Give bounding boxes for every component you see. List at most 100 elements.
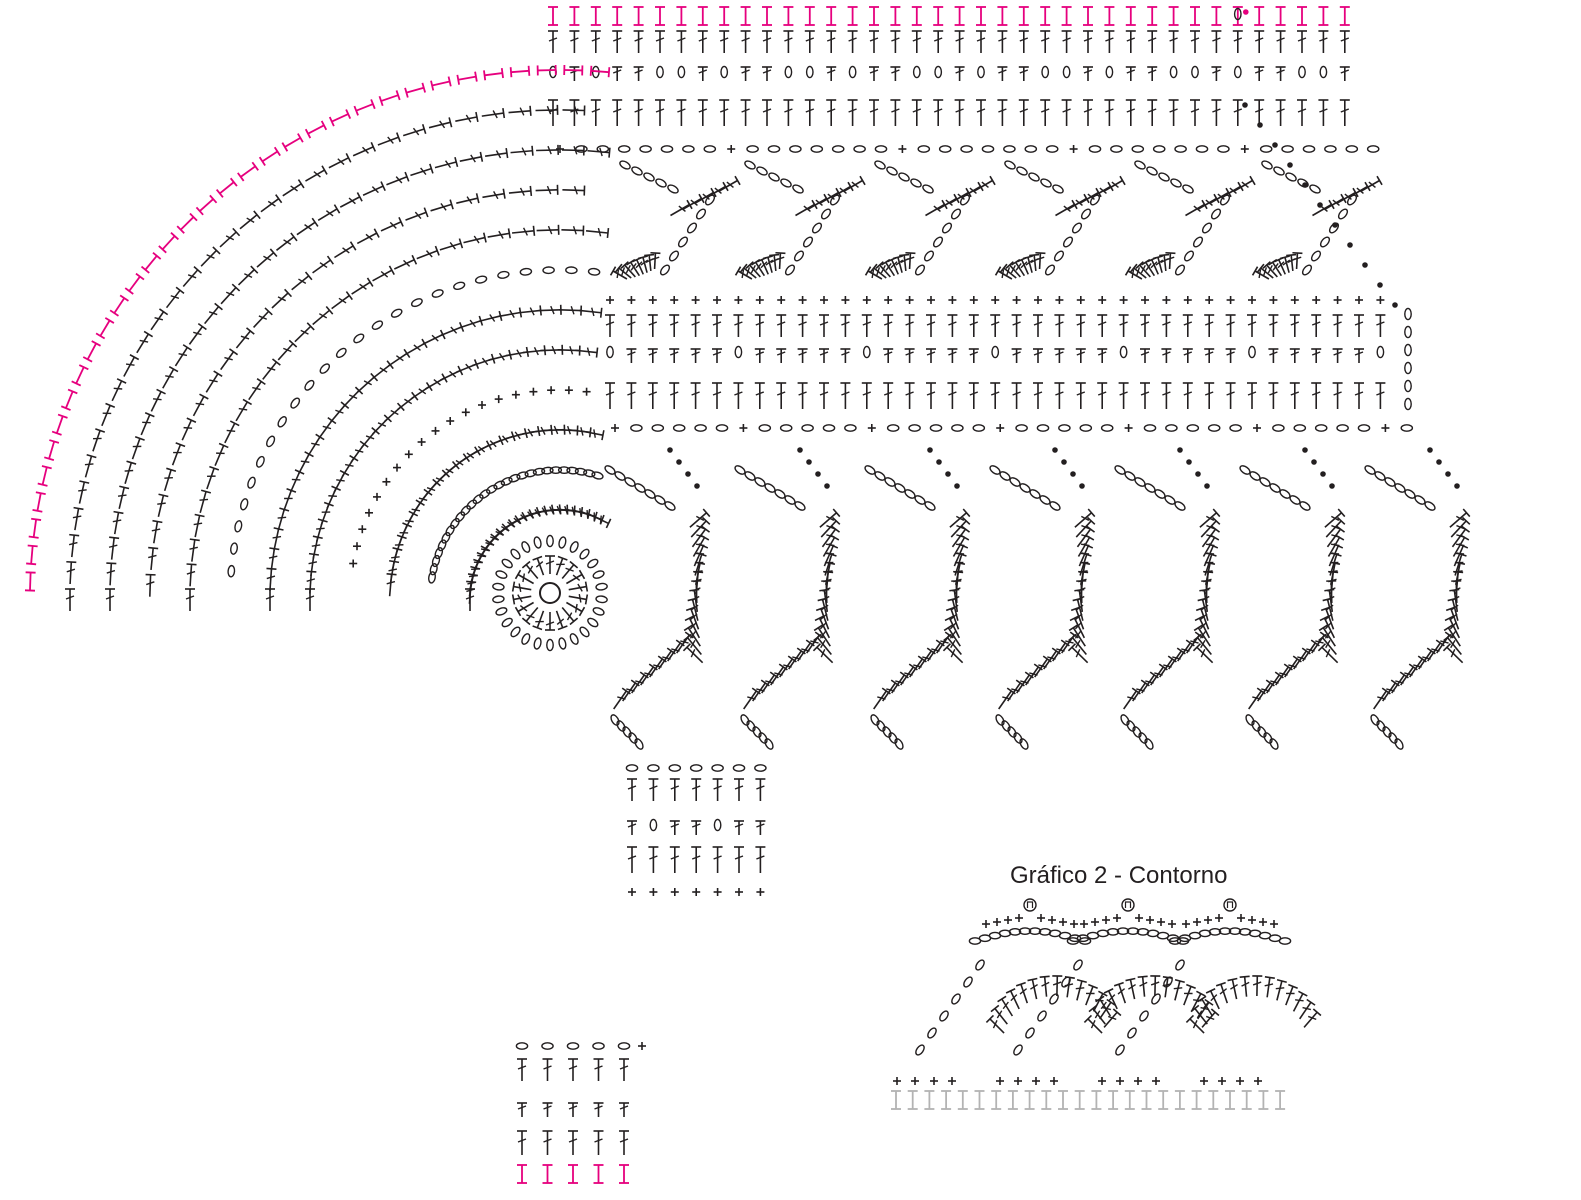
double-crochet-symbol bbox=[232, 399, 252, 423]
double-crochet-symbol bbox=[869, 31, 879, 53]
double-crochet-symbol bbox=[594, 1059, 604, 1081]
double-crochet-symbol bbox=[915, 648, 936, 672]
chain-stitch-symbol bbox=[930, 425, 941, 431]
double-crochet-symbol bbox=[569, 100, 579, 126]
double-crochet-symbol bbox=[402, 124, 426, 140]
double-crochet-symbol bbox=[508, 186, 531, 198]
chain-stitch-symbol bbox=[1025, 146, 1036, 152]
chain-stitch-symbol bbox=[1346, 146, 1357, 152]
treble-crochet-symbol bbox=[1258, 1091, 1268, 1109]
double-crochet-symbol bbox=[762, 100, 772, 126]
treble-crochet-symbol bbox=[33, 492, 46, 512]
double-crochet-symbol bbox=[545, 556, 555, 574]
chain-stitch-symbol bbox=[1320, 66, 1326, 77]
double-crochet-symbol bbox=[349, 278, 373, 298]
double-crochet-symbol bbox=[1254, 680, 1275, 704]
treble-crochet-symbol bbox=[1075, 1091, 1085, 1109]
double-crochet-symbol bbox=[664, 640, 685, 664]
double-crochet-symbol bbox=[1358, 176, 1382, 196]
picot-symbol bbox=[1122, 899, 1134, 911]
chain-stitch-symbol bbox=[1126, 1027, 1138, 1040]
double-crochet-symbol bbox=[187, 539, 200, 562]
chain-stitch-symbol bbox=[914, 1044, 926, 1057]
single-crochet-symbol bbox=[446, 417, 454, 425]
single-crochet-symbol bbox=[373, 493, 381, 501]
chain-stitch-symbol bbox=[652, 425, 663, 431]
chain-stitch-symbol bbox=[501, 617, 514, 629]
treble-crochet-symbol bbox=[125, 274, 144, 294]
double-crochet-symbol bbox=[185, 564, 196, 587]
double-crochet-symbol bbox=[776, 656, 797, 680]
chain-stitch-symbol bbox=[1299, 66, 1305, 77]
chain-stitch-symbol bbox=[234, 520, 243, 532]
chain-stitch-symbol bbox=[569, 541, 580, 554]
single-crochet-symbol bbox=[1141, 296, 1149, 304]
chain-stitch-symbol bbox=[823, 425, 834, 431]
treble-crochet-symbol bbox=[762, 7, 772, 25]
chain-stitch-symbol bbox=[592, 570, 605, 580]
treble-crochet-symbol bbox=[1142, 1091, 1152, 1109]
chain-stitch-symbol bbox=[1192, 236, 1204, 249]
double-crochet-symbol bbox=[269, 289, 292, 311]
double-crochet-symbol bbox=[385, 172, 409, 189]
single-crochet-symbol bbox=[735, 888, 743, 896]
chain-stitch-symbol bbox=[591, 471, 604, 480]
double-crochet-symbol bbox=[392, 255, 416, 273]
double-crochet-symbol bbox=[591, 31, 601, 53]
double-crochet-symbol bbox=[1340, 31, 1350, 53]
chain-stitch-symbol bbox=[875, 720, 886, 733]
treble-crochet-symbol bbox=[38, 466, 52, 486]
single-crochet-symbol bbox=[1098, 1077, 1106, 1085]
double-crochet-symbol bbox=[1052, 976, 1062, 996]
double-crochet-symbol bbox=[1334, 188, 1358, 208]
chain-stitch-symbol bbox=[888, 425, 899, 431]
double-crochet-symbol bbox=[1104, 100, 1114, 126]
chain-stitch-symbol bbox=[747, 146, 758, 152]
double-crochet-symbol bbox=[869, 100, 879, 126]
chain-stitch-symbol bbox=[674, 425, 685, 431]
slip-stitch-symbol bbox=[685, 471, 691, 477]
chain-stitch-symbol bbox=[578, 626, 590, 639]
double-crochet-symbol bbox=[1126, 978, 1140, 1000]
chain-stitch-symbol bbox=[240, 498, 249, 511]
double-crochet-symbol bbox=[648, 315, 658, 337]
double-crochet-symbol bbox=[692, 188, 716, 208]
double-crochet-symbol bbox=[312, 519, 328, 543]
treble-crochet-symbol bbox=[975, 1091, 985, 1109]
double-crochet-symbol bbox=[1033, 315, 1043, 337]
double-crochet-symbol bbox=[201, 303, 223, 326]
chain-stitch-symbol bbox=[1256, 726, 1267, 739]
chain-stitch-symbol bbox=[1048, 993, 1060, 1006]
chain-stitch-symbol bbox=[1134, 159, 1147, 170]
chain-stitch-symbol bbox=[763, 738, 774, 751]
double-crochet-symbol bbox=[171, 345, 191, 369]
double-crochet-symbol bbox=[1062, 100, 1072, 126]
double-crochet-symbol bbox=[1033, 349, 1043, 363]
chain-stitch-symbol bbox=[1282, 146, 1293, 152]
treble-crochet-symbol bbox=[848, 7, 858, 25]
chain-stitch-symbol bbox=[1120, 346, 1126, 357]
treble-crochet-symbol bbox=[306, 121, 327, 138]
double-crochet-symbol bbox=[1228, 978, 1242, 1000]
slip-stitch-symbol bbox=[954, 483, 960, 489]
picot-symbol bbox=[1024, 899, 1036, 911]
chain-stitch-symbol bbox=[793, 250, 805, 263]
double-crochet-symbol bbox=[955, 67, 965, 81]
chain-stitch-symbol bbox=[918, 146, 929, 152]
chain-stitch-symbol bbox=[1047, 146, 1058, 152]
chain-stitch-symbol bbox=[1137, 732, 1148, 745]
chain-stitch-symbol bbox=[667, 183, 680, 194]
double-crochet-symbol bbox=[1016, 983, 1032, 1005]
single-crochet-symbol bbox=[1113, 914, 1121, 922]
single-crochet-symbol bbox=[1055, 296, 1063, 304]
chain-stitch-symbol bbox=[520, 541, 531, 554]
single-crochet-symbol bbox=[970, 296, 978, 304]
chain-stitch-symbol bbox=[619, 146, 630, 152]
chain-stitch-symbol bbox=[247, 476, 257, 489]
chain-stitch-symbol bbox=[1303, 146, 1314, 152]
single-crochet-symbol bbox=[1059, 918, 1067, 926]
double-crochet-symbol bbox=[1290, 383, 1300, 409]
double-crochet-symbol bbox=[250, 308, 272, 331]
chain-stitch-symbol bbox=[1154, 146, 1165, 152]
chain-stitch-symbol bbox=[542, 1043, 553, 1049]
